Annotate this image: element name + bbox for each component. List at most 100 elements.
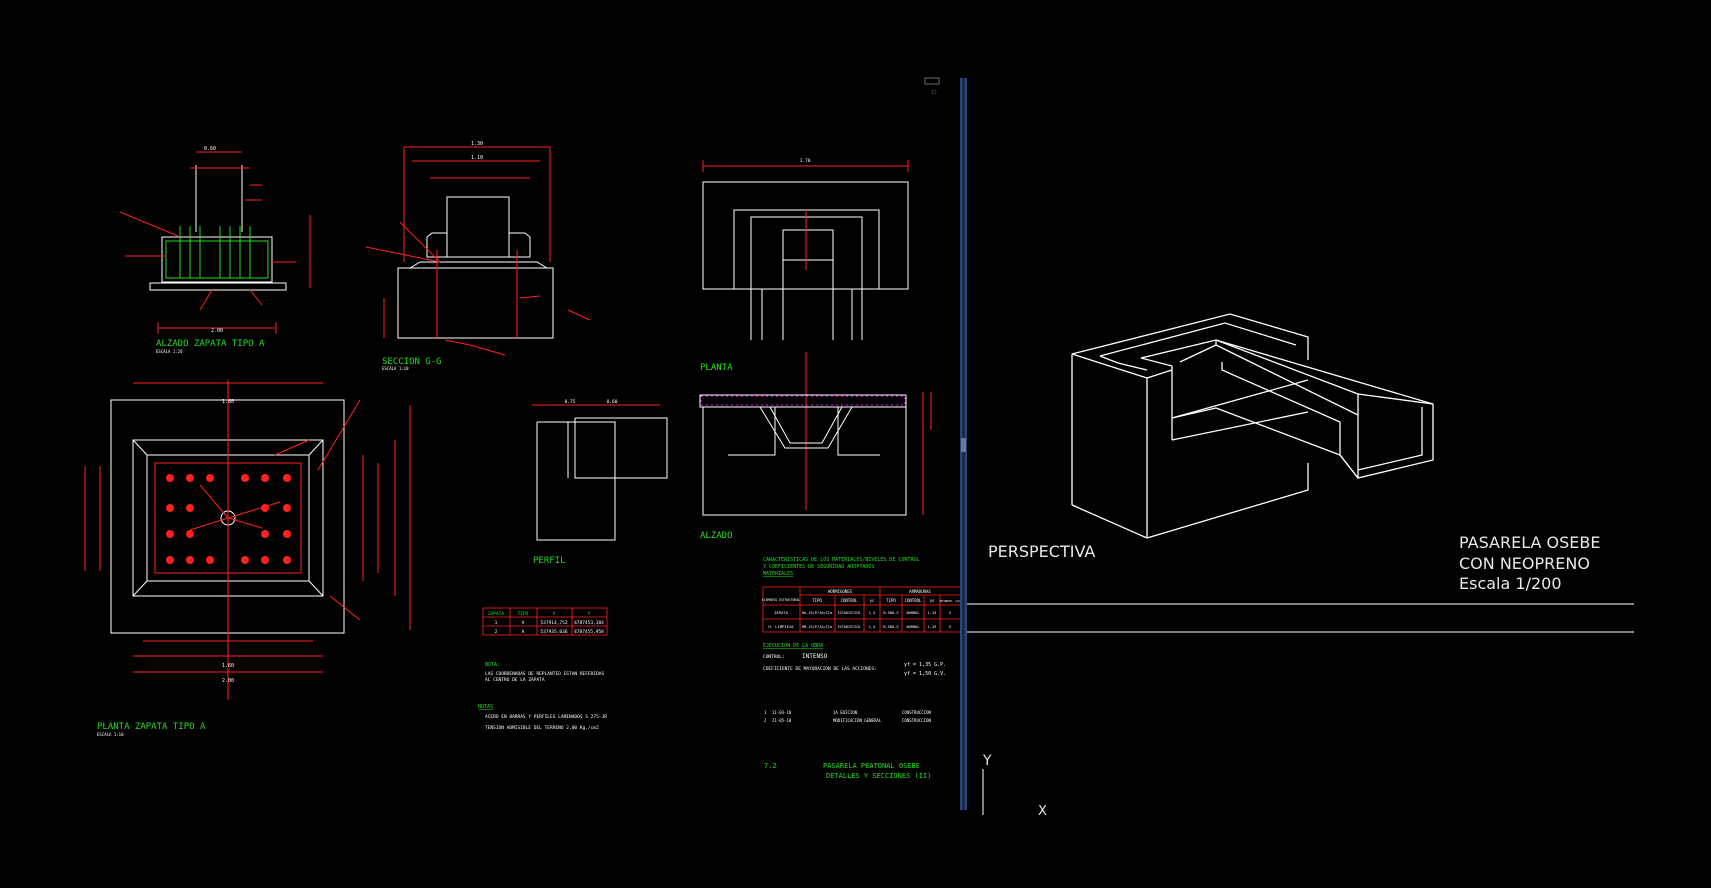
dim-seccion-top: 1.30	[471, 141, 483, 147]
dim-planta-b-top: 1.70	[800, 158, 811, 164]
dim-alzado-bottom: 2.00	[211, 328, 223, 334]
scale-seccion-gg: ESCALA 1:10	[382, 366, 409, 371]
ejecucion-heading: EJECUCION DE LA OBRA	[763, 643, 823, 649]
ucs-axis-x: X	[1038, 804, 1047, 819]
title-line-1: PASARELA OSEBE	[1459, 533, 1600, 552]
control-value: INTENSO	[802, 653, 828, 660]
mat-r1-c1: HM-15/P/20/IIa	[802, 625, 832, 629]
notas-heading: NOTAS	[478, 704, 493, 710]
zapata-th-0: ZAPATA	[488, 611, 505, 617]
rev-a-type: CONSTRUCCION	[902, 710, 931, 715]
label-perspectiva: PERSPECTIVA	[988, 542, 1095, 561]
mat-th-1: TIPO	[812, 598, 822, 603]
dim-alzado-top: 0.60	[204, 146, 216, 152]
coef-label: COEFICIENTE DE MAYORACION DE LAS ACCIONE…	[763, 666, 877, 672]
mat-r0-c0: ZAPATA	[774, 610, 788, 615]
mat-r0-c1: HA-25/P/30/IIa	[802, 611, 832, 615]
nota-text-1: LAS COORDENADAS DE REPLANTEO ESTAN REFER…	[485, 671, 604, 677]
ucs-axis-y: Y	[982, 753, 992, 769]
mat-th-7: RECUBRIM. (cm)	[939, 599, 960, 603]
mat-r1-c3: 1,5	[869, 624, 876, 629]
zapata-th-2: X	[553, 611, 556, 617]
zapata-th-1: TIPO	[518, 611, 529, 617]
alzado-zapata-tipo-a	[119, 151, 311, 334]
zapata-r0-c0: 1	[495, 620, 498, 626]
title-alzado: ALZADO	[700, 531, 733, 541]
mat-r1-c7: 5	[949, 625, 951, 629]
planta-view	[702, 160, 909, 340]
viewport-divider	[960, 78, 967, 810]
materials-title-1: CARACTERISTICAS DE LOS MATERIALES/NIVELE…	[763, 557, 920, 563]
title-planta-zapata: PLANTA ZAPATA TIPO A	[97, 722, 206, 732]
mat-th-2: CONTROL	[841, 598, 858, 603]
mat-r0-c7: 5	[949, 611, 951, 615]
dim-planta-bottom-1: 1.60	[222, 663, 234, 669]
zapata-r0-c3: 4787453,384	[574, 620, 604, 626]
perspective-3d-model	[1071, 313, 1434, 539]
rev-a-desc: 1A EDICION	[833, 710, 858, 715]
title-seccion-gg: SECCION G-G	[382, 357, 442, 367]
anchor-bolt-grid	[166, 474, 291, 564]
dim-planta-top: 1.60	[222, 399, 234, 405]
title-line-2: CON NEOPRENO	[1459, 554, 1590, 573]
title-planta: PLANTA	[700, 363, 733, 373]
materials-title-3: MATERIALES	[763, 571, 793, 577]
zapata-r1-c1: A	[522, 629, 525, 635]
control-label: CONTROL:	[763, 654, 785, 660]
mat-th-0: ELEMENTO ESTRUCTURAL	[762, 598, 800, 602]
mat-th-3: γc	[870, 598, 875, 603]
sheet-number: 7.2	[764, 762, 777, 770]
planta-zapata-tipo-a	[84, 380, 411, 700]
rev-b-type: CONSTRUCCION	[902, 718, 931, 723]
zapata-r0-c1: A	[522, 620, 525, 626]
seccion-g-g	[365, 146, 591, 356]
rev-b-desc: MODIFICACION GENERAL	[833, 718, 882, 723]
zapata-r0-c2: 537914,752	[540, 620, 567, 626]
materials-title-2: Y COEFICIENTES DE SEGURIDAD ADOPTADOS	[763, 564, 874, 570]
mat-r1-c2: ESTADISTICO	[838, 625, 860, 629]
scale-alzado-zapata: ESCALA 1:20	[156, 349, 183, 354]
rev-a-date: 11-03-10	[772, 710, 792, 715]
mat-r1-c5: NORMAL	[907, 625, 920, 629]
rev-b-date: 21-05-10	[772, 718, 792, 723]
mat-r1-c0: H. LIMPIEZA	[768, 624, 794, 629]
viewcube-icon[interactable]	[924, 77, 940, 95]
mat-r0-c5: NORMAL	[907, 611, 920, 615]
mat-th-6: γs	[930, 598, 935, 603]
coef-gv: γf = 1,50 G.V.	[904, 671, 946, 677]
zapata-coordinates-table	[482, 607, 608, 636]
dim-seccion-top2: 1.10	[471, 155, 483, 161]
dim-planta-bottom-2: 2.00	[222, 678, 234, 684]
title-alzado-zapata: ALZADO ZAPATA TIPO A	[156, 339, 265, 349]
nota-heading: NOTA:	[485, 662, 500, 668]
perfil-view	[532, 404, 668, 541]
dim-perfil-top: 0.75	[565, 399, 576, 405]
mat-r0-c4: B-500-S	[883, 611, 898, 615]
mat-r0-c6: 1,15	[928, 611, 937, 615]
notas-item-1: ACERO EN BARRAS Y PERFILES LAMINADOS S 2…	[485, 714, 607, 720]
mat-r0-c3: 1,5	[869, 610, 876, 615]
mat-th-5: CONTROL	[905, 598, 922, 603]
title-perfil: PERFIL	[533, 556, 566, 566]
alzado-view	[699, 352, 932, 516]
zapata-r1-c2: 537935,036	[540, 629, 567, 635]
mat-r1-c4: B-500-S	[883, 625, 898, 629]
title-line-3: Escala 1/200	[1459, 574, 1562, 593]
notas-item-2: TENSION ADMISIBLE DEL TERRENO 2,00 Kg./c…	[485, 725, 599, 731]
rev-b-num: 2	[764, 718, 767, 723]
mat-r0-c2: ESTADISTICO	[838, 611, 860, 615]
rev-a-num: 1	[764, 710, 767, 715]
zapata-r1-c3: 4787455,958	[574, 629, 604, 635]
nota-text-2: AL CENTRO DE LA ZAPATA	[485, 677, 545, 683]
mat-group-armaduras: ARMADURAS	[909, 589, 931, 594]
zapata-r1-c0: 2	[495, 629, 498, 635]
sheet-title-2: DETALLES Y SECCIONES (II)	[826, 772, 931, 780]
mat-th-4: TIPO	[886, 598, 896, 603]
sheet-title-1: PASARELA PEATONAL OSEBE	[823, 762, 920, 770]
coef-gp: γf = 1,35 G.P.	[904, 662, 946, 668]
mat-group-hormigones: HORMIGONES	[828, 589, 853, 594]
mat-r1-c6: 1,15	[928, 625, 937, 629]
scale-planta-zapata: ESCALA 1:10	[97, 732, 124, 737]
zapata-th-3: Y	[588, 611, 591, 617]
